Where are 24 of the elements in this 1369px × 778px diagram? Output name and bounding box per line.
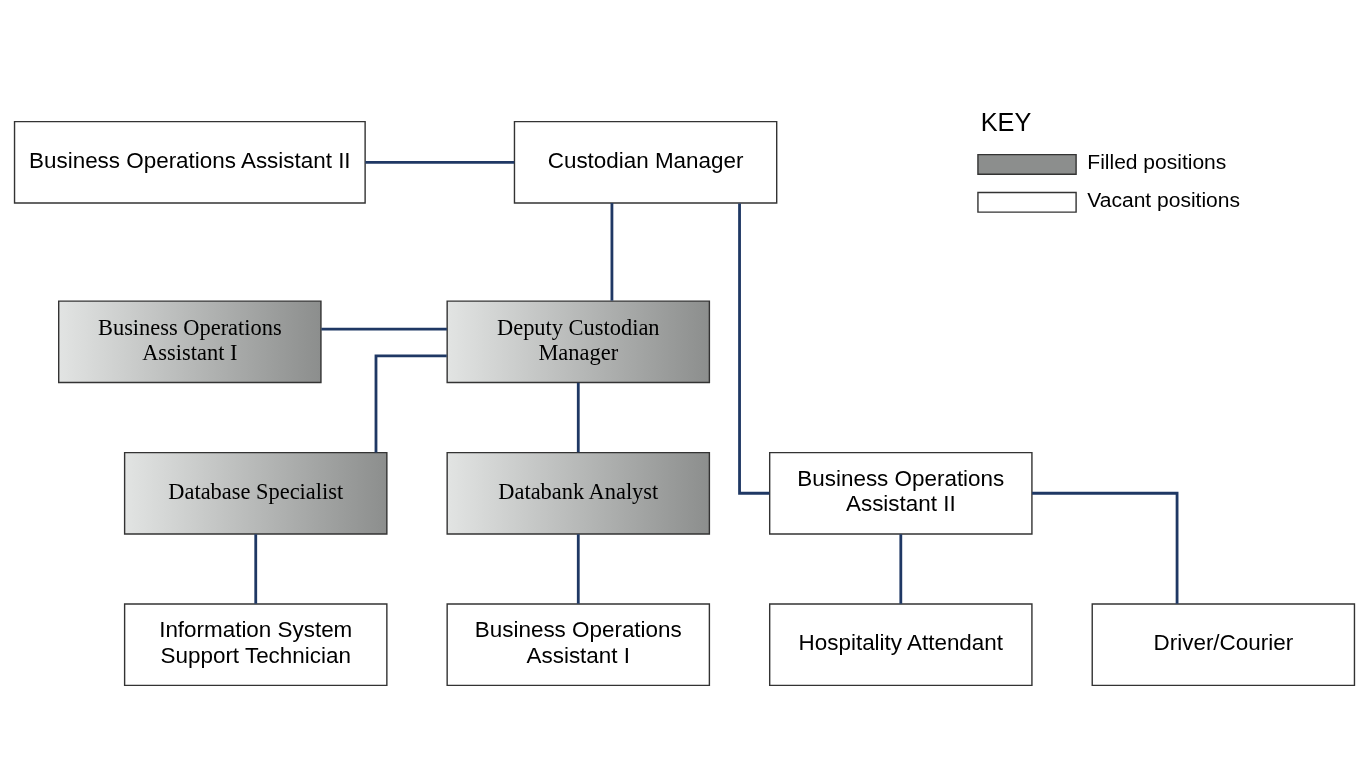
node-box: Databank Analyst: [446, 451, 711, 535]
connector: [374, 353, 447, 452]
connector: [899, 533, 903, 604]
legend-label: Filled positions: [1087, 149, 1227, 173]
node-box: Deputy Custodian Manager: [446, 299, 711, 383]
node-box: Hospitality Attendant: [769, 602, 1033, 686]
connector: [365, 160, 515, 164]
node-box: Custodian Manager: [513, 120, 778, 204]
node-box: Driver/Courier: [1091, 602, 1356, 686]
node-box: Business Operations Assistant I: [58, 299, 322, 383]
legend-label: Vacant positions: [1087, 187, 1240, 211]
node-box: Business Operations Assistant II: [13, 120, 366, 204]
label: KEY: [980, 107, 1032, 136]
node-box: Information System Support Technician: [123, 602, 388, 686]
connector: [576, 382, 580, 452]
connector: [321, 327, 447, 331]
connector: [610, 202, 614, 301]
node-box: Database Specialist: [123, 451, 388, 535]
connector: [738, 203, 770, 495]
connector: [576, 533, 580, 604]
connector: [1032, 491, 1179, 604]
connector: [254, 533, 258, 604]
node-box: Business Operations Assistant II: [769, 451, 1033, 535]
node-box: Business Operations Assistant I: [446, 602, 711, 686]
